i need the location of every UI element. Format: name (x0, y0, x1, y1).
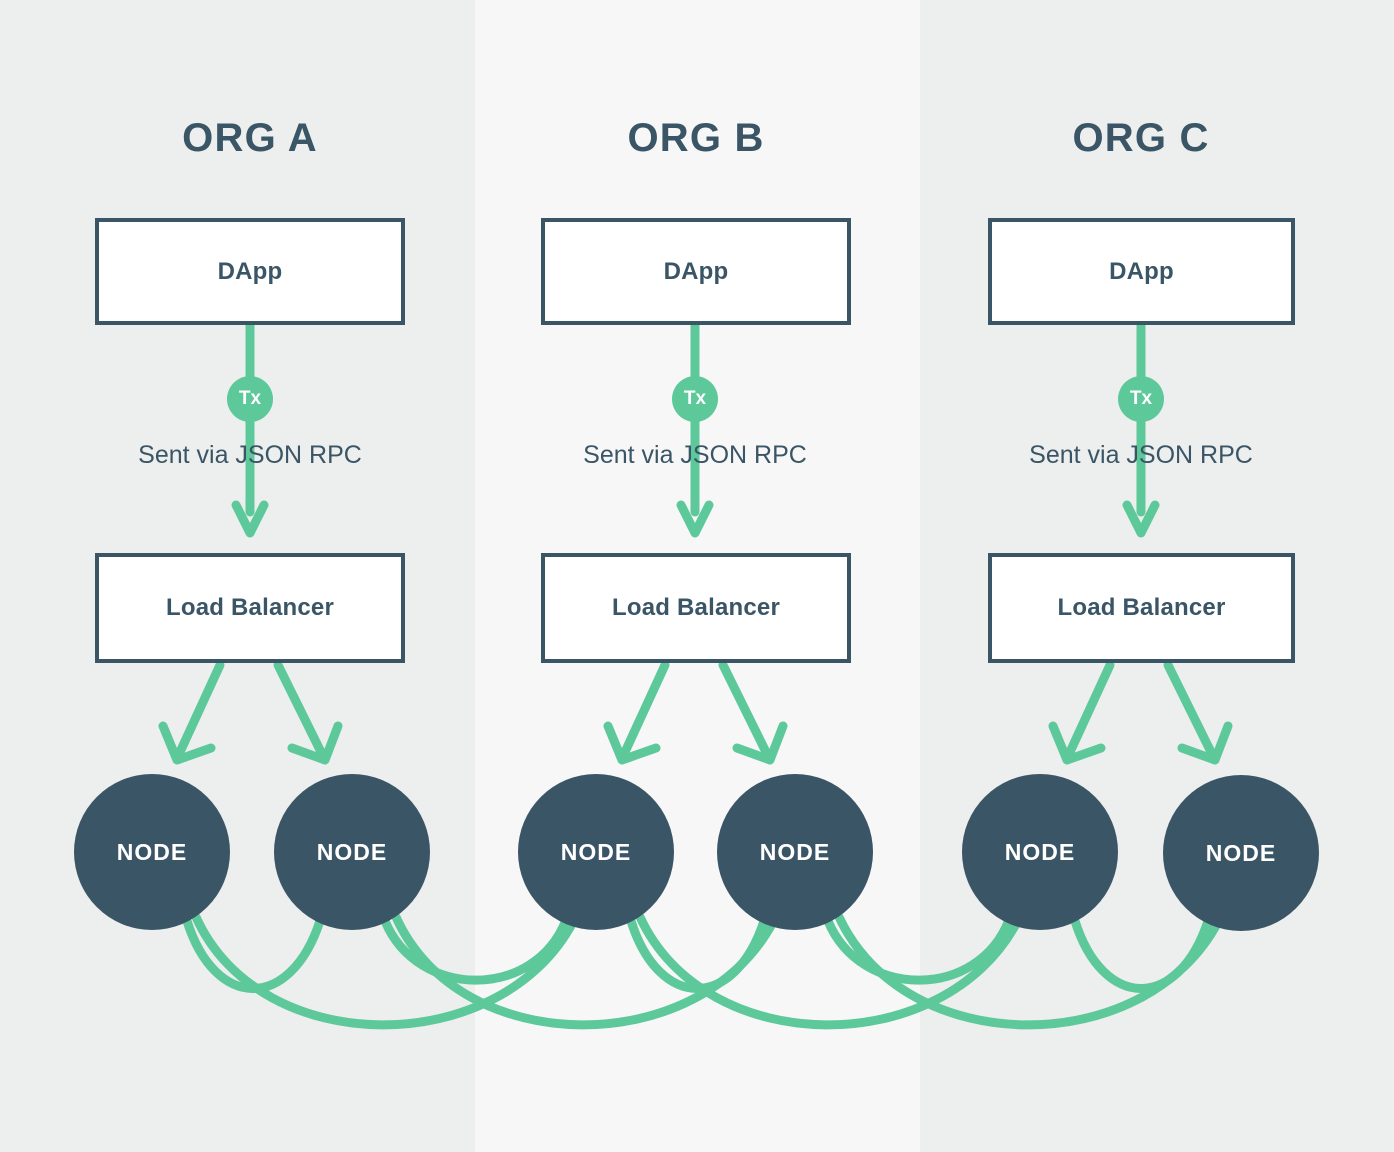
node-circle-b1[interactable]: NODE (518, 774, 674, 930)
node-circle-a2[interactable]: NODE (274, 774, 430, 930)
org-title-c: ORG C (1072, 116, 1210, 160)
load-balancer-box-org-c[interactable]: Load Balancer (988, 553, 1295, 663)
rpc-label-org-c: Sent via JSON RPC (1029, 441, 1253, 469)
node-circle-c2[interactable]: NODE (1163, 775, 1319, 931)
tx-badge-org-b: Tx (672, 376, 718, 422)
org-title-a: ORG A (182, 116, 318, 160)
node-circle-c1[interactable]: NODE (962, 774, 1118, 930)
rpc-label-org-b: Sent via JSON RPC (583, 441, 807, 469)
org-title-b: ORG B (627, 116, 765, 160)
node-circle-b2[interactable]: NODE (717, 774, 873, 930)
tx-badge-org-a: Tx (227, 376, 273, 422)
dapp-box-org-c[interactable]: DApp (988, 218, 1295, 325)
tx-badge-org-c: Tx (1118, 376, 1164, 422)
load-balancer-box-org-a[interactable]: Load Balancer (95, 553, 405, 663)
dapp-box-org-a[interactable]: DApp (95, 218, 405, 325)
rpc-label-org-a: Sent via JSON RPC (138, 441, 362, 469)
dapp-box-org-b[interactable]: DApp (541, 218, 851, 325)
node-circle-a1[interactable]: NODE (74, 774, 230, 930)
load-balancer-box-org-b[interactable]: Load Balancer (541, 553, 851, 663)
